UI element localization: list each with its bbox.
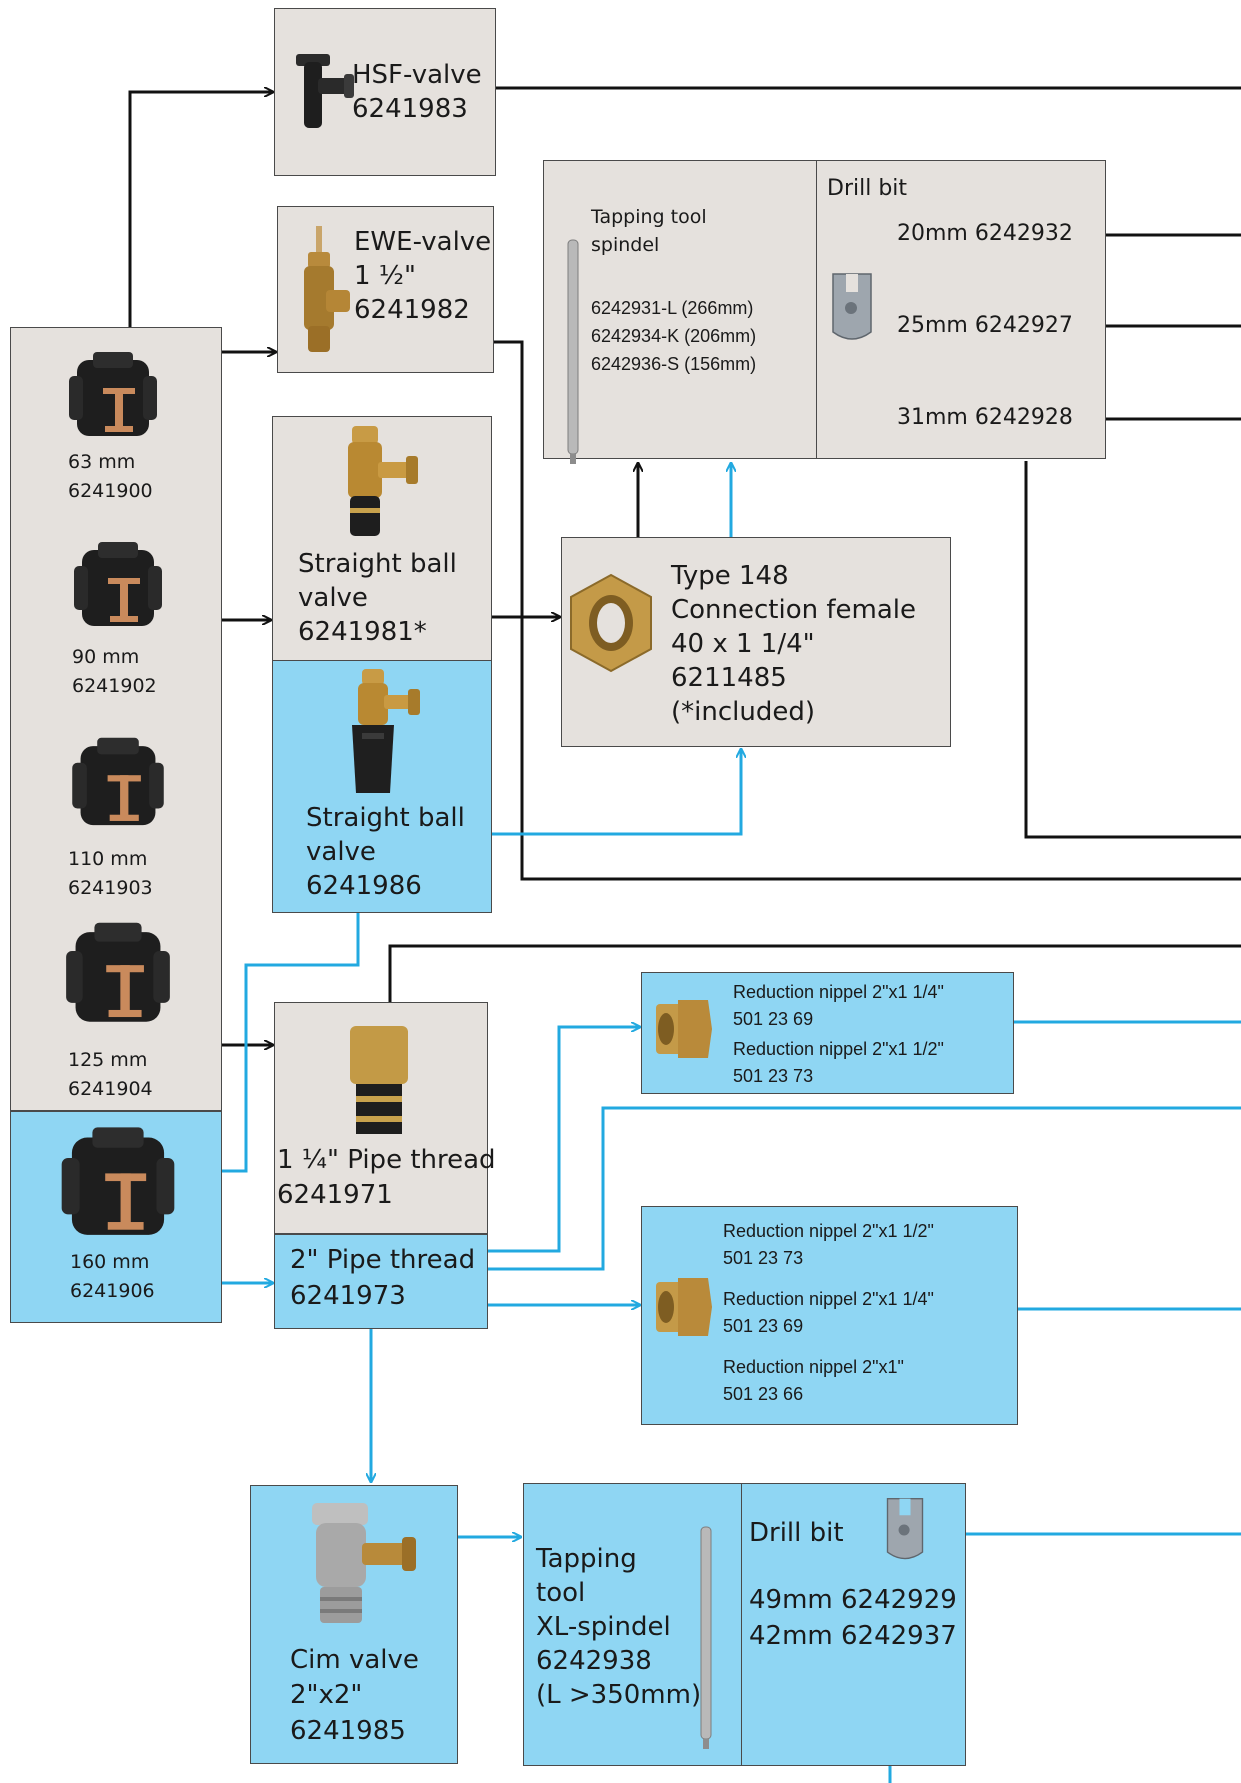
saddle-code: 6241906 bbox=[70, 1280, 155, 1303]
saddle-size: 90 mm bbox=[72, 646, 139, 669]
xl-drill-item: 49mm 6242929 bbox=[749, 1585, 957, 1616]
saddle-code: 6241902 bbox=[72, 675, 157, 698]
reduction-nippel-code: 501 23 73 bbox=[733, 1066, 813, 1088]
cim-valve-code: 6241985 bbox=[290, 1716, 406, 1747]
tee-valve-icon bbox=[292, 48, 356, 134]
saddle-clamp-icon bbox=[63, 348, 163, 443]
saddle-code: 6241900 bbox=[68, 480, 153, 503]
reduction-nippel-code: 501 23 69 bbox=[733, 1009, 813, 1031]
cim-valve-icon bbox=[306, 1503, 430, 1627]
drill-bit-title: Drill bit bbox=[827, 176, 907, 202]
line-saddle-to-hsf bbox=[130, 92, 273, 327]
saddle-size: 160 mm bbox=[70, 1251, 149, 1274]
saddle-size: 125 mm bbox=[68, 1049, 147, 1072]
ball-valve-code: 6241981* bbox=[298, 617, 427, 648]
saddle-clamp-icon bbox=[54, 1120, 182, 1246]
type148-code: 6211485 bbox=[671, 663, 787, 694]
hole-saw-icon bbox=[882, 1495, 928, 1565]
xl-tool-code: 6242938 bbox=[536, 1646, 652, 1677]
saddle-code: 6241904 bbox=[68, 1078, 153, 1101]
pipe-thread-1-name: 1 ¼" Pipe thread bbox=[277, 1145, 496, 1176]
ball-valve-name: valve bbox=[306, 837, 376, 868]
saddle-code: 6241903 bbox=[68, 877, 153, 900]
spindle-icon bbox=[561, 240, 585, 466]
cim-valve-size: 2"x2" bbox=[290, 1680, 362, 1711]
spindle-icon bbox=[695, 1527, 717, 1749]
ewe-valve-size: 1 ½" bbox=[354, 261, 416, 292]
reduction-nippel-name: Reduction nippel 2"x1 1/4" bbox=[723, 1289, 934, 1311]
ewe-valve-name: EWE-valve bbox=[354, 227, 491, 258]
line-2in-to-red-top bbox=[488, 1027, 640, 1251]
reduction-nippel-name: Reduction nippel 2"x1" bbox=[723, 1357, 904, 1379]
ball-valve-name: Straight ball bbox=[298, 549, 457, 580]
hole-saw-icon bbox=[829, 270, 875, 346]
ball-valve-icon bbox=[338, 426, 428, 538]
type148-title: Type 148 bbox=[671, 561, 789, 592]
pipe-thread-icon bbox=[342, 1026, 416, 1136]
xl-drill-title: Drill bit bbox=[749, 1518, 844, 1549]
tapping-tool-code: 6242934-K (206mm) bbox=[591, 326, 756, 348]
ewe-valve-code: 6241982 bbox=[354, 295, 470, 326]
hsf-valve-code: 6241983 bbox=[352, 94, 468, 125]
ball-valve-icon bbox=[344, 669, 428, 797]
tapping-tool-code: 6242936-S (156mm) bbox=[591, 354, 756, 376]
tapping-tool-code: 6242931-L (266mm) bbox=[591, 298, 753, 320]
type148-name: Connection female bbox=[671, 595, 916, 626]
line-drill-down bbox=[1026, 461, 1241, 837]
reduction-nippel-name: Reduction nippel 2"x1 1/4" bbox=[733, 982, 944, 1004]
cim-valve-name: Cim valve bbox=[290, 1645, 419, 1676]
ball-valve-name: valve bbox=[298, 583, 368, 614]
ball-valve-name: Straight ball bbox=[306, 803, 465, 834]
reduction-nippel-code: 501 23 69 bbox=[723, 1316, 803, 1338]
hex-nut-icon bbox=[567, 573, 655, 673]
saddle-size: 63 mm bbox=[68, 451, 135, 474]
drill-bit-item: 31mm 6242928 bbox=[897, 405, 1073, 431]
reduction-nipple-icon bbox=[652, 1274, 714, 1340]
reduction-nippel-code: 501 23 66 bbox=[723, 1384, 803, 1406]
reduction-nippel-code: 501 23 73 bbox=[723, 1248, 803, 1270]
xl-tool-title: tool bbox=[536, 1578, 585, 1609]
pipe-thread-1-code: 6241971 bbox=[277, 1180, 393, 1211]
reduction-nipple-icon bbox=[652, 996, 714, 1062]
pipe-thread-2-code: 6241973 bbox=[290, 1281, 406, 1312]
ewe-valve-icon bbox=[286, 226, 356, 356]
saddle-clamp-icon bbox=[68, 538, 168, 633]
ball-valve-code: 6241986 bbox=[306, 871, 422, 902]
hsf-valve-name: HSF-valve bbox=[352, 60, 482, 91]
xl-tool-title: Tapping bbox=[536, 1544, 637, 1575]
pipe-thread-2-name: 2" Pipe thread bbox=[290, 1245, 475, 1276]
saddle-clamp-icon bbox=[66, 732, 170, 834]
drill-bit-item: 20mm 6242932 bbox=[897, 221, 1073, 247]
type148-note: (*included) bbox=[671, 697, 815, 728]
saddle-size: 110 mm bbox=[68, 848, 147, 871]
reduction-nippel-name: Reduction nippel 2"x1 1/2" bbox=[723, 1221, 934, 1243]
xl-tool-length: (L >350mm) bbox=[536, 1680, 701, 1711]
drill-bit-item: 25mm 6242927 bbox=[897, 313, 1073, 339]
line-ball-valve2-to-type148 bbox=[492, 749, 741, 834]
type148-size: 40 x 1 1/4" bbox=[671, 629, 815, 660]
tapping-tool-title: Tapping tool bbox=[591, 206, 707, 229]
xl-drill-item: 42mm 6242937 bbox=[749, 1621, 957, 1652]
reduction-nippel-name: Reduction nippel 2"x1 1/2" bbox=[733, 1039, 944, 1061]
saddle-clamp-icon bbox=[58, 918, 178, 1030]
tapping-tool-subtitle: spindel bbox=[591, 234, 659, 257]
xl-tool-subtitle: XL-spindel bbox=[536, 1612, 671, 1643]
